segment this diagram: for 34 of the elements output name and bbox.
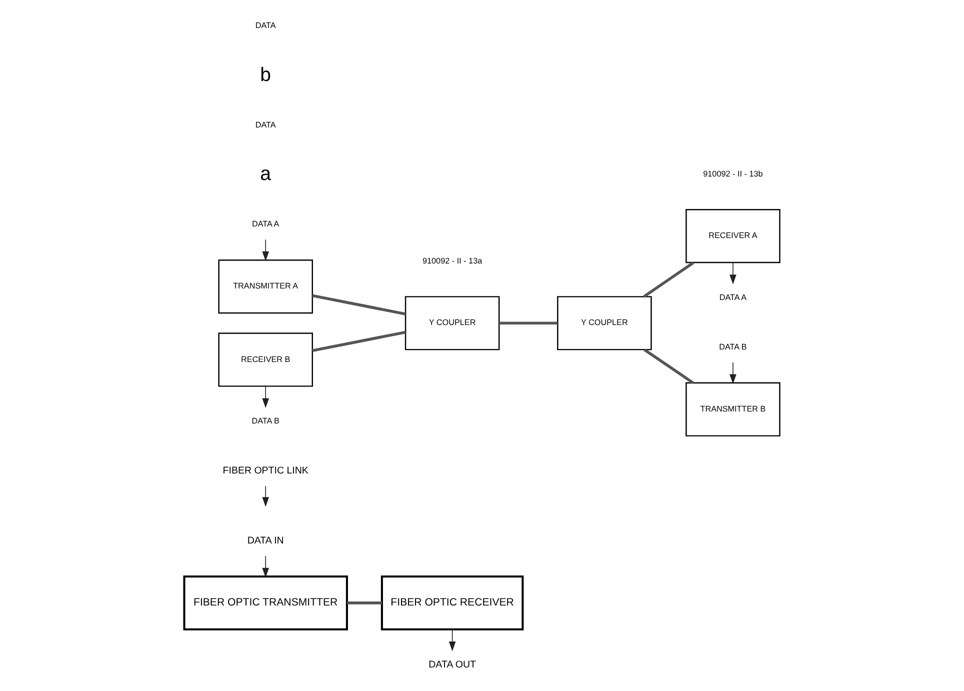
connector xyxy=(312,330,406,352)
arrow xyxy=(730,262,736,284)
node-text: DATA B xyxy=(252,416,280,426)
label: a xyxy=(260,163,272,186)
connector xyxy=(312,294,406,316)
node-text: DATA B xyxy=(719,342,747,352)
label: 910092 - II - 13b xyxy=(703,169,763,178)
connector xyxy=(644,348,694,384)
label: b xyxy=(260,64,272,86)
node-box: RECEIVER B xyxy=(218,332,313,387)
node-box: TRANSMITTER B xyxy=(686,382,780,436)
arrow xyxy=(262,556,270,578)
arrow xyxy=(262,239,270,262)
arrow xyxy=(730,362,736,384)
connector xyxy=(643,261,694,298)
label: DATA xyxy=(255,120,276,130)
node-text: DATA A xyxy=(252,220,280,229)
arrow xyxy=(448,629,456,652)
arrow xyxy=(262,386,270,408)
label: DATA xyxy=(255,21,276,30)
node-box: Y COUPLER xyxy=(557,296,652,350)
node-box: Y COUPLER xyxy=(404,296,500,350)
node-box: FIBER OPTIC RECEIVER xyxy=(380,576,524,630)
arrow xyxy=(262,486,270,507)
connector xyxy=(499,322,558,325)
connector xyxy=(347,602,382,604)
node-text: DATA A xyxy=(719,292,747,302)
node-box: TRANSMITTER A xyxy=(218,259,313,314)
node-box: RECEIVER A xyxy=(686,209,780,264)
node-text: DATA IN xyxy=(247,536,284,547)
node-box: FIBER OPTIC TRANSMITTER xyxy=(183,576,348,630)
node-text: DATA OUT xyxy=(428,659,476,670)
label: 910092 - II - 13a xyxy=(422,256,482,266)
node-text: FIBER OPTIC LINK xyxy=(222,466,308,477)
